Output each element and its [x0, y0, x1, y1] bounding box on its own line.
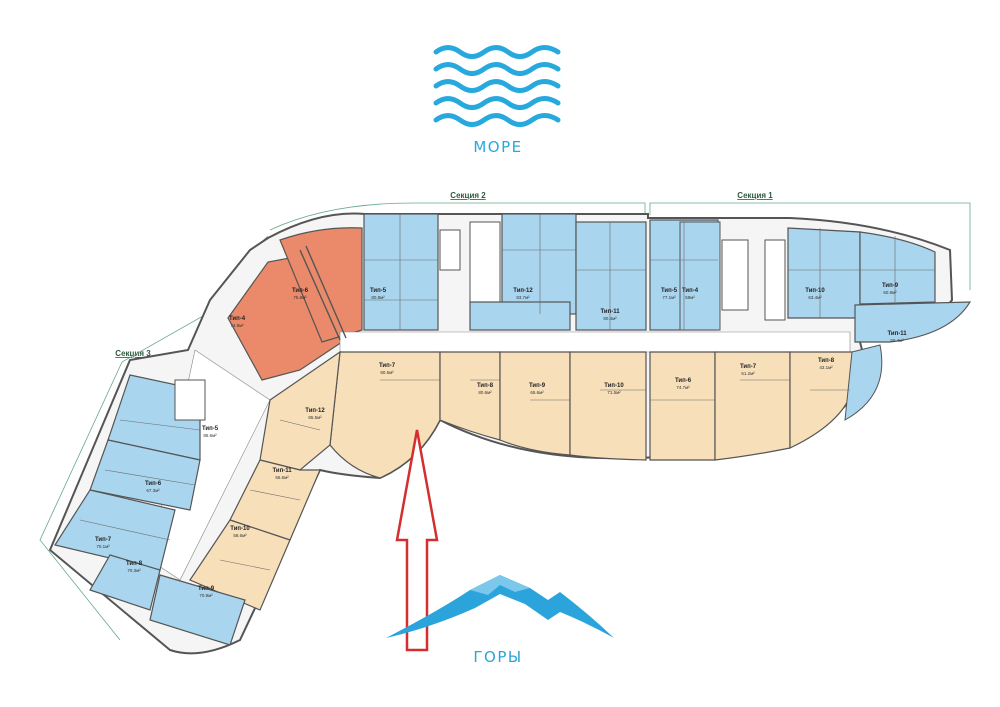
core-s1 — [721, 239, 749, 311]
stair-s1 — [764, 239, 786, 321]
unit-label-area: 85.6м² — [203, 433, 217, 438]
section-2-label: Секция 2 — [450, 191, 486, 200]
unit-label-area: 83.7м² — [516, 295, 530, 300]
arrow-up-icon — [395, 429, 439, 652]
unit-blue-s3-2 — [89, 439, 201, 511]
unit-label-type: Тип-7 — [95, 537, 112, 543]
section-3-label: Секция 3 — [115, 349, 151, 358]
section-2-upper — [227, 213, 647, 381]
section-1-label: Секция 1 — [737, 191, 773, 200]
unit-label-type: Тип-6 — [675, 378, 692, 384]
unit-label-type: Тип-12 — [305, 408, 325, 414]
unit-label-type: Тип-5 — [202, 426, 219, 432]
unit-label-area: 63.4м² — [808, 295, 822, 300]
unit-beige-s3-1 — [259, 350, 341, 471]
unit-label-area: 80.6м² — [478, 390, 492, 395]
unit-label-area: 59м² — [685, 295, 695, 300]
lower-units — [329, 344, 883, 479]
unit-label-area: 70.1м² — [96, 544, 110, 549]
mountains-label: ГОРЫ — [473, 648, 522, 666]
unit-label-type: Тип-6 — [292, 288, 309, 294]
unit-label-area: 67.3м² — [146, 488, 160, 493]
unit-label-area: 61.2м² — [741, 371, 755, 376]
unit-label-type: Тип-11 — [272, 468, 292, 474]
unit-label-type: Тип-10 — [805, 288, 825, 294]
unit-blue-s1-2 — [679, 221, 721, 331]
mountains-icon — [386, 575, 614, 638]
unit-beige-s3-3 — [189, 519, 291, 611]
core-s2 — [469, 221, 501, 303]
unit-beige-s1-1 — [649, 351, 716, 461]
unit-label-type: Тип-9 — [529, 383, 546, 389]
unit-blue-s1-edge — [844, 344, 883, 421]
unit-label-area: 50.4м² — [890, 338, 904, 343]
unit-label-area: 85.5м² — [308, 415, 322, 420]
unit-blue-s1-4 — [859, 231, 936, 305]
unit-label-area: 70.3м² — [127, 568, 141, 573]
stair-s2 — [439, 229, 461, 271]
unit-label-area: 71.5м² — [607, 390, 621, 395]
unit-beige-s3-2 — [229, 459, 321, 541]
unit-orange-2 — [279, 227, 363, 343]
unit-blue-s2-1 — [363, 213, 439, 331]
unit-label-area: 58.6м² — [233, 533, 247, 538]
unit-label-area: 75.8м² — [293, 295, 307, 300]
unit-label-type: Тип-4 — [682, 288, 699, 294]
unit-label-type: Тип-12 — [513, 288, 533, 294]
waves-icon — [433, 45, 561, 127]
unit-label-type: Тип-11 — [600, 309, 620, 315]
unit-label-type: Тип-5 — [370, 288, 387, 294]
sea-label: МОРЕ — [473, 138, 522, 156]
corridor — [339, 331, 851, 353]
unit-label-area: 70.9м² — [199, 593, 213, 598]
unit-label-area: 77.1м² — [662, 295, 676, 300]
unit-label-area: 74.8м² — [230, 323, 244, 328]
unit-blue-s3-5 — [149, 574, 246, 646]
unit-label-area: 74.7м² — [676, 385, 690, 390]
unit-label-type: Тип-6 — [145, 481, 162, 487]
unit-label-area: 80.8м² — [371, 295, 385, 300]
section-3-wing — [54, 349, 341, 646]
unit-label-type: Тип-8 — [818, 358, 835, 364]
unit-label-type: Тип-7 — [740, 364, 757, 370]
unit-label-type: Тип-5 — [661, 288, 678, 294]
unit-label-type: Тип-11 — [887, 331, 907, 337]
unit-label-type: Тип-10 — [230, 526, 250, 532]
unit-label-type: Тип-8 — [126, 561, 143, 567]
unit-label-area: 43.1м² — [819, 365, 833, 370]
unit-blue-s1-3 — [787, 227, 861, 319]
interior-walls — [79, 214, 935, 571]
unit-label-area: 60.9м² — [883, 290, 897, 295]
unit-beige-s2-1 — [329, 351, 441, 479]
unit-label-area: 65.6м² — [530, 390, 544, 395]
unit-beige-s2-2 — [439, 351, 501, 441]
unit-label-type: Тип-9 — [882, 283, 899, 289]
unit-label-area: 80.4м² — [603, 316, 617, 321]
unit-label-type: Тип-7 — [379, 363, 396, 369]
unit-labels: Тип-4 74.8м² Тип-6 75.8м² Тип-5 80.8м² Т… — [95, 283, 907, 598]
unit-label-type: Тип-9 — [198, 586, 215, 592]
unit-label-area: 80.5м² — [380, 370, 394, 375]
unit-beige-s2-4 — [569, 351, 647, 461]
unit-label-type: Тип-8 — [477, 383, 494, 389]
unit-blue-s2-2 — [501, 213, 577, 315]
unit-blue-s3-4 — [89, 554, 161, 611]
unit-blue-s2-3 — [575, 221, 647, 331]
unit-blue-s2-4 — [469, 301, 571, 331]
unit-beige-s2-3 — [499, 351, 571, 456]
unit-label-type: Тип-4 — [229, 316, 246, 322]
unit-label-area: 56.6м² — [275, 475, 289, 480]
unit-blue-s1-5 — [854, 301, 972, 343]
unit-label-type: Тип-10 — [604, 383, 624, 389]
